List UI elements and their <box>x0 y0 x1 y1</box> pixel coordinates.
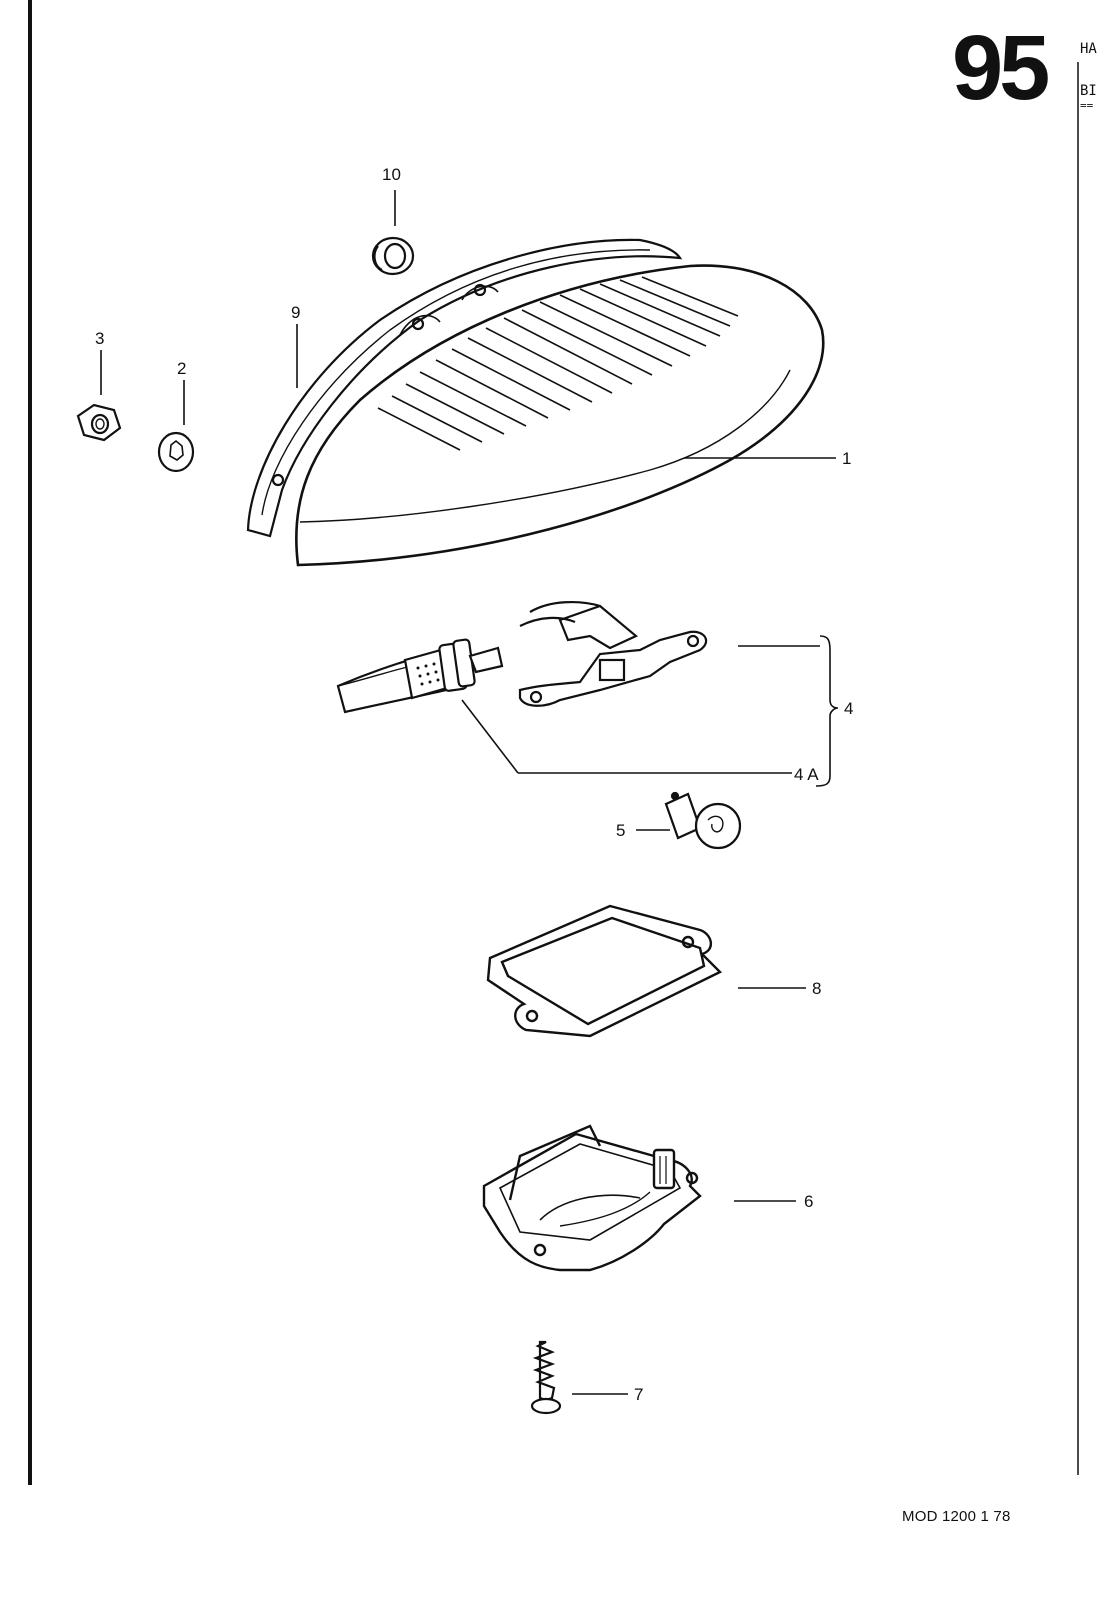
callout-1: 1 <box>842 449 851 468</box>
part-2-star-washer <box>157 431 195 473</box>
callout-5: 5 <box>616 821 625 840</box>
callout-3: 3 <box>95 329 104 348</box>
housing-ribs <box>377 276 739 451</box>
part-7-screw <box>530 1340 562 1415</box>
callout-7: 7 <box>634 1385 643 1404</box>
part-8-lens-gasket <box>486 904 723 1038</box>
callout-8: 8 <box>812 979 821 998</box>
header-text-2: BI <box>1080 83 1097 99</box>
page-number: 95 <box>952 17 1050 119</box>
part-5-bulb <box>664 791 742 850</box>
header-text-3: == <box>1080 99 1094 112</box>
cable-texture <box>416 662 440 686</box>
callout-4a: 4 A <box>794 765 819 784</box>
callout-6: 6 <box>804 1192 813 1211</box>
part-6-lens-housing <box>482 1124 702 1272</box>
part-10-grommet <box>371 236 415 276</box>
callout-10: 10 <box>382 165 401 184</box>
part-1-lamp-housing <box>294 264 825 567</box>
part-4-lamp-holder <box>336 600 708 714</box>
part-3-hex-nut <box>76 403 122 442</box>
callout-2: 2 <box>177 359 186 378</box>
header-text-1: HA <box>1080 41 1097 57</box>
leader-lines <box>100 190 839 1395</box>
model-code-footer: MOD 1200 1 78 <box>902 1508 1011 1525</box>
part-9-gasket-strip <box>246 238 683 538</box>
callout-4: 4 <box>844 699 853 718</box>
callout-9: 9 <box>291 303 300 322</box>
